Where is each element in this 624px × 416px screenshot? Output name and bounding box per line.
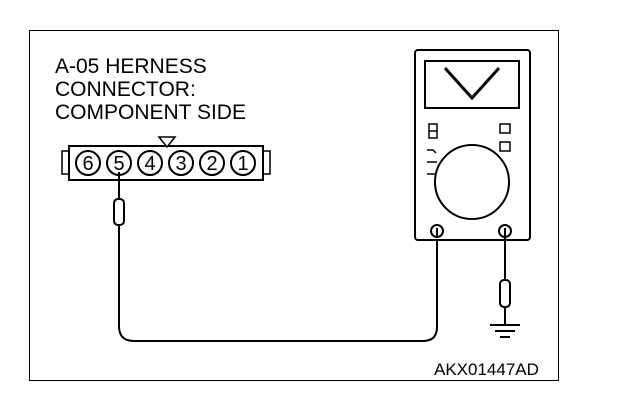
multimeter-dial bbox=[434, 144, 510, 220]
connector-pin-2: 2 bbox=[199, 150, 225, 176]
voltage-v-icon bbox=[443, 66, 501, 101]
multimeter bbox=[414, 49, 531, 241]
svg-text:4: 4 bbox=[144, 153, 155, 175]
connector-pin-1: 1 bbox=[230, 150, 256, 176]
connector-pin-6: 6 bbox=[75, 150, 101, 176]
ground-lead bbox=[499, 236, 511, 325]
svg-text:6: 6 bbox=[82, 153, 93, 175]
connector-title-line-2: CONNECTOR: bbox=[55, 78, 196, 101]
svg-text:3: 3 bbox=[175, 153, 186, 175]
svg-text:1: 1 bbox=[237, 153, 248, 175]
diagram-code: AKX01447AD bbox=[434, 360, 539, 379]
test-lead-wire bbox=[118, 225, 438, 342]
connector-pin-5: 5 bbox=[106, 150, 132, 176]
multimeter-indicator-right bbox=[499, 141, 511, 152]
multimeter-display bbox=[424, 60, 520, 109]
multimeter-indicator-right-top bbox=[499, 123, 511, 134]
connector-title-line-3: COMPONENT SIDE bbox=[55, 101, 246, 124]
connector-pin-4: 4 bbox=[137, 150, 163, 176]
svg-text:5: 5 bbox=[113, 153, 124, 175]
svg-text:2: 2 bbox=[206, 153, 217, 175]
connector-pin-3: 3 bbox=[168, 150, 194, 176]
ground-icon bbox=[490, 324, 520, 338]
connector-title-line-1: A-05 HERNESS bbox=[55, 55, 207, 78]
pin-indicator-triangle bbox=[157, 136, 177, 149]
connector-pins: 6 5 4 3 2 1 bbox=[75, 150, 256, 176]
